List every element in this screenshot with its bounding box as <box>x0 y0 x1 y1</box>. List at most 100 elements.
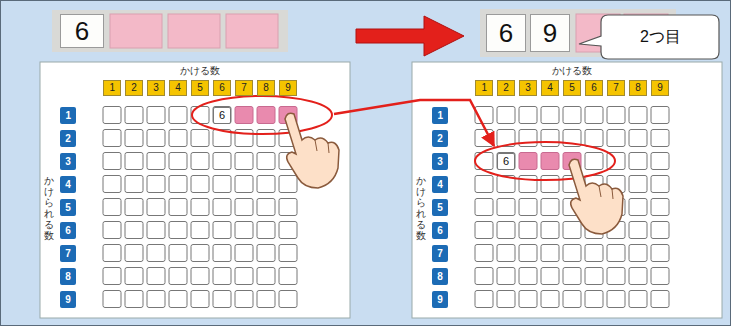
grid-cell <box>257 291 275 308</box>
row-header: 1 <box>432 107 448 124</box>
grid-cell <box>213 268 231 285</box>
pointing-hand <box>569 159 623 234</box>
grid-cell <box>585 291 603 308</box>
row-header: 3 <box>60 153 76 170</box>
grid-cell <box>103 130 121 147</box>
grid-cell <box>541 107 559 124</box>
grid-cell-number: 6 <box>213 107 231 124</box>
row-header: 6 <box>432 222 448 239</box>
grid-cell <box>147 176 165 193</box>
node-text: 9 <box>543 18 557 49</box>
grid-cell <box>629 222 647 239</box>
grid-cell <box>607 291 625 308</box>
column-header: 5 <box>563 80 581 96</box>
grid-cell <box>103 153 121 170</box>
grid-cell <box>125 291 143 308</box>
hand-detail <box>599 186 613 199</box>
grid-cell <box>651 291 669 308</box>
grid-cell <box>585 130 603 147</box>
grid-cell <box>629 130 647 147</box>
grid-cell <box>563 291 581 308</box>
pink-cell <box>257 107 275 124</box>
grid-cell <box>125 245 143 262</box>
grid-cell <box>169 199 187 216</box>
node-text: 6 <box>503 155 509 167</box>
grid-cell <box>213 107 231 124</box>
grid-cell <box>475 245 493 262</box>
grid-cell <box>497 107 515 124</box>
grid-cell <box>103 176 121 193</box>
grid-cell <box>125 199 143 216</box>
grid-cell <box>519 268 537 285</box>
grid-cell <box>235 291 253 308</box>
column-header: 8 <box>629 80 647 96</box>
grid-cell <box>497 153 515 170</box>
grid-cell <box>103 245 121 262</box>
grid-cell <box>213 176 231 193</box>
grid-cell <box>519 245 537 262</box>
row-header: 1 <box>60 107 76 124</box>
pink-cell <box>541 153 559 170</box>
grid-cell <box>585 153 603 170</box>
pointer-arrow <box>334 100 494 146</box>
grid-cell <box>607 107 625 124</box>
grid-cell <box>651 176 669 193</box>
grid-cell <box>103 291 121 308</box>
column-header: 4 <box>541 80 559 96</box>
pink-card <box>168 14 220 48</box>
axis-title-vertical: かけられる数 <box>416 175 426 241</box>
grid-cell <box>103 222 121 239</box>
grid-cell <box>475 268 493 285</box>
grid-cell <box>651 130 669 147</box>
grid-cell <box>169 153 187 170</box>
grid-cell <box>125 176 143 193</box>
grid-cell <box>629 245 647 262</box>
column-header: 1 <box>103 80 121 96</box>
grid-cell <box>235 176 253 193</box>
grid-cell <box>147 199 165 216</box>
grid-cell <box>629 268 647 285</box>
grid-cell <box>191 130 209 147</box>
pink-cell <box>235 107 253 124</box>
row-header: 4 <box>432 176 448 193</box>
row-header: 2 <box>60 130 76 147</box>
grid-cell <box>169 291 187 308</box>
grid-cell <box>651 222 669 239</box>
grid-cell <box>651 199 669 216</box>
grid-panel <box>40 62 350 318</box>
highlight-ellipse <box>475 142 615 180</box>
row-header: 5 <box>60 199 76 216</box>
grid-cell <box>235 268 253 285</box>
number-card: 6 <box>486 14 526 52</box>
grid-cell <box>147 153 165 170</box>
grid-cell <box>279 245 297 262</box>
grid-cell <box>541 222 559 239</box>
callout-shape <box>579 15 719 59</box>
grid-cell <box>279 222 297 239</box>
axis-title: かける数 <box>160 64 240 78</box>
grid-cell <box>191 199 209 216</box>
grid-cell <box>257 199 275 216</box>
grid-cell <box>475 291 493 308</box>
grid-cell <box>279 291 297 308</box>
grid-cell <box>475 176 493 193</box>
grid-cell <box>541 291 559 308</box>
grid-cell <box>279 176 297 193</box>
column-header: 7 <box>235 80 253 96</box>
row-header: 9 <box>60 291 76 308</box>
grid-cell <box>125 130 143 147</box>
grid-cell <box>607 130 625 147</box>
multiplication-grid <box>103 107 669 308</box>
grid-cell <box>541 130 559 147</box>
grid-cell <box>541 245 559 262</box>
grid-cell <box>541 199 559 216</box>
grid-cell <box>629 153 647 170</box>
grid-cell <box>257 268 275 285</box>
grid-cell <box>497 291 515 308</box>
row-header: 7 <box>60 245 76 262</box>
hand-shape <box>569 159 623 234</box>
column-header: 5 <box>191 80 209 96</box>
column-header: 4 <box>169 80 187 96</box>
